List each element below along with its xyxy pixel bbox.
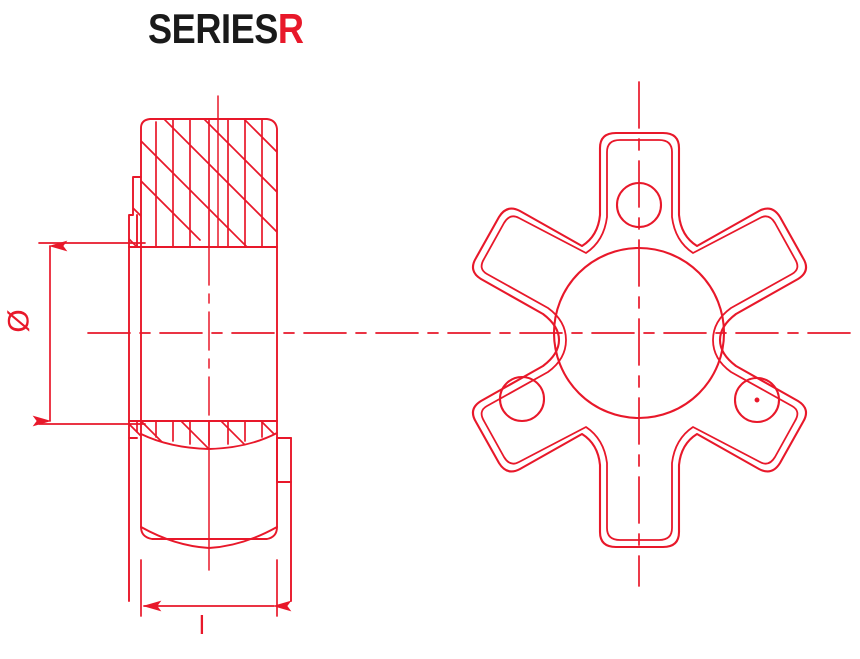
hub-lower-rib-lines [136, 420, 263, 446]
spider-inner-profile [480, 139, 799, 541]
spider-bolt-hole-lower-right-center-mark [754, 397, 760, 403]
front-end-view [471, 81, 808, 587]
title-main-text: SERIES [148, 5, 278, 52]
hub-upper-step-hatching [129, 184, 141, 247]
hub-outer-skirt-outline [128, 437, 292, 602]
hub-upper-step-outline [128, 176, 142, 248]
title-accent-text: R [277, 5, 304, 52]
spider-outer-profile [471, 131, 808, 549]
dimension-label-length: l [199, 610, 205, 640]
hub-lower-section-hatching [141, 421, 277, 449]
side-section-view [87, 95, 857, 602]
dimension-label-diameter: Ø [2, 309, 36, 333]
spider-bolt-hole-lower-left [498, 375, 546, 423]
dimension-length [140, 559, 292, 617]
dimension-diameter [32, 240, 146, 427]
hub-upper-rib-lines [155, 118, 263, 248]
hub-upper-section-hatching [141, 118, 277, 247]
hub-lower-step-hatching [129, 421, 141, 438]
page-title: SERIESR [148, 6, 304, 52]
spider-bolt-hole-lower-right [733, 376, 781, 424]
